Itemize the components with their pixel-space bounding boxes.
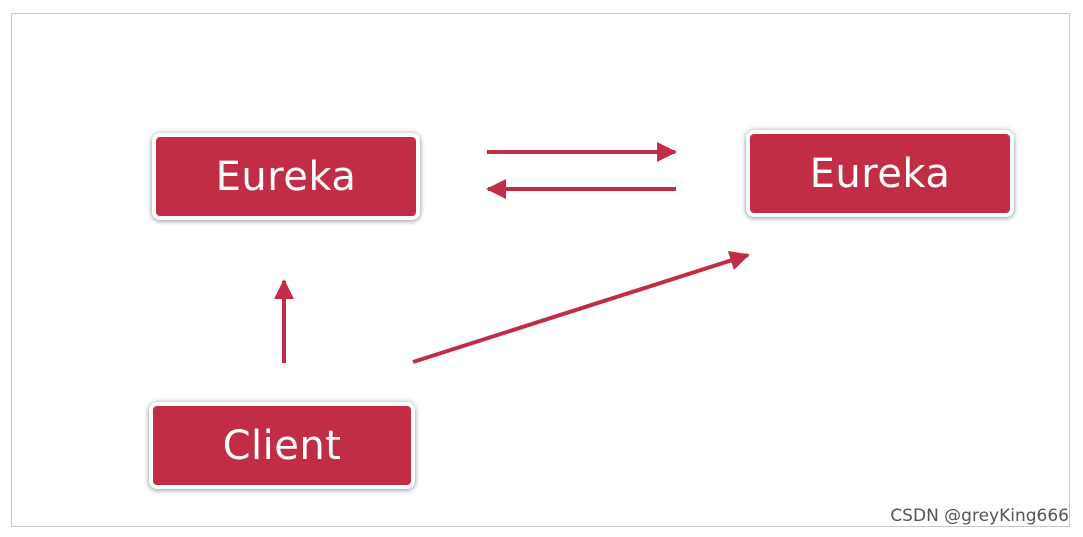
eureka-server-right-node: Eureka	[746, 130, 1014, 217]
client-label: Client	[222, 422, 342, 469]
eureka-server-left-node: Eureka	[152, 133, 420, 220]
client-node: Client	[149, 402, 415, 489]
watermark-text: CSDN @greyKing666	[890, 506, 1069, 526]
eureka-server-left-label: Eureka	[215, 153, 357, 200]
eureka-server-right-label: Eureka	[809, 150, 951, 197]
